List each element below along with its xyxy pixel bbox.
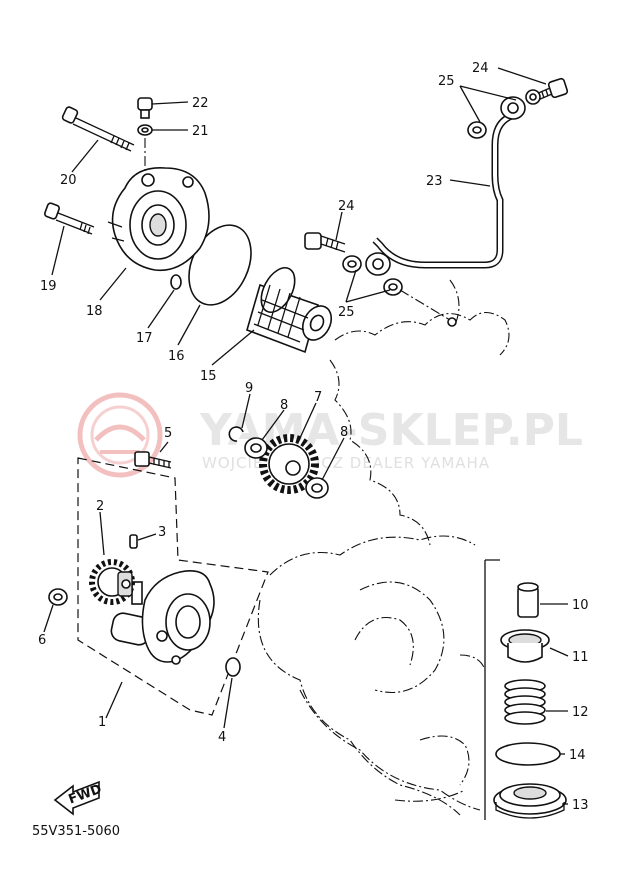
pipe-mount-hole	[447, 317, 457, 327]
callout-22: 22	[192, 96, 209, 111]
strainer-cap-part-11	[500, 629, 550, 663]
o-ring-part-14	[495, 742, 561, 766]
spring-part-12	[504, 679, 546, 725]
washer-part-25-a	[467, 121, 487, 139]
callout-12: 12	[572, 705, 589, 720]
oil-filter-element	[246, 267, 333, 354]
bleed-bolt-part-22	[137, 97, 153, 119]
callout-6: 6	[38, 633, 46, 648]
oil-pump-body	[110, 570, 215, 665]
washer-part-25-c	[342, 255, 362, 273]
oil-pump-drive-gear	[89, 559, 135, 605]
washer-part-8-upper	[244, 437, 268, 459]
callout-10: 10	[572, 598, 589, 613]
callout-19: 19	[40, 279, 57, 294]
union-bolt-part-24-upper	[535, 77, 569, 101]
strainer-part-10	[517, 582, 539, 618]
callout-15: 15	[200, 369, 217, 384]
callout-20: 20	[60, 173, 77, 188]
callout-13: 13	[572, 798, 589, 813]
dowel-pin	[129, 534, 138, 549]
collar-part-6	[48, 588, 68, 606]
oil-pump-driven-gear	[259, 434, 319, 494]
washer-part-8-lower	[305, 477, 329, 499]
callout-16: 16	[168, 349, 185, 364]
oil-pump-assembly-box	[77, 457, 269, 716]
callout-labels: 1 2 3 4 5 6 7 8 8 9 10 11 12 13 14 15 16…	[38, 61, 589, 813]
callout-7: 7	[314, 390, 322, 405]
washer-part-21	[137, 124, 153, 136]
fwd-direction-arrow: FWD	[53, 780, 104, 816]
callout-14: 14	[569, 748, 586, 763]
callout-24-lower: 24	[338, 199, 355, 214]
oil-delivery-pipe	[365, 96, 526, 276]
leader-lines	[43, 67, 569, 805]
o-ring-part-4	[225, 657, 241, 677]
watermark-subtitle: WOJCIECHOWICZ DEALER YAMAHA	[202, 454, 490, 472]
callout-18: 18	[86, 304, 103, 319]
watermark-logo	[77, 392, 163, 478]
washer-part-25-d	[383, 278, 403, 296]
callout-4: 4	[218, 730, 226, 745]
bolt-part-19	[44, 202, 95, 235]
callout-21: 21	[192, 124, 209, 139]
circlip-part-9	[228, 426, 244, 442]
callout-9: 9	[245, 381, 253, 396]
crankcase-outline	[257, 279, 510, 816]
pipe-bolt-centerline	[399, 289, 451, 321]
union-bolt-part-24-lower	[304, 232, 346, 253]
oil-filter-cover	[107, 167, 210, 272]
callout-2: 2	[96, 499, 104, 514]
callout-5: 5	[164, 426, 172, 441]
callout-17: 17	[136, 331, 153, 346]
callout-1: 1	[98, 715, 106, 730]
callout-8-upper: 8	[280, 398, 288, 413]
catalog-code: 55V351-5060	[32, 824, 120, 839]
o-ring-part-17	[170, 274, 182, 290]
washer-part-25-b	[525, 89, 541, 105]
callout-25-upper: 25	[438, 74, 455, 89]
callout-11: 11	[572, 650, 589, 665]
callout-24-upper: 24	[472, 61, 489, 76]
strainer-bracket-line	[484, 559, 500, 820]
bolt-part-20	[61, 106, 135, 152]
bolt-part-5	[134, 451, 172, 469]
callout-23: 23	[426, 174, 443, 189]
callout-8-lower: 8	[340, 425, 348, 440]
callout-3: 3	[158, 525, 166, 540]
callout-25-lower: 25	[338, 305, 355, 320]
drain-plug-part-13	[493, 783, 567, 819]
